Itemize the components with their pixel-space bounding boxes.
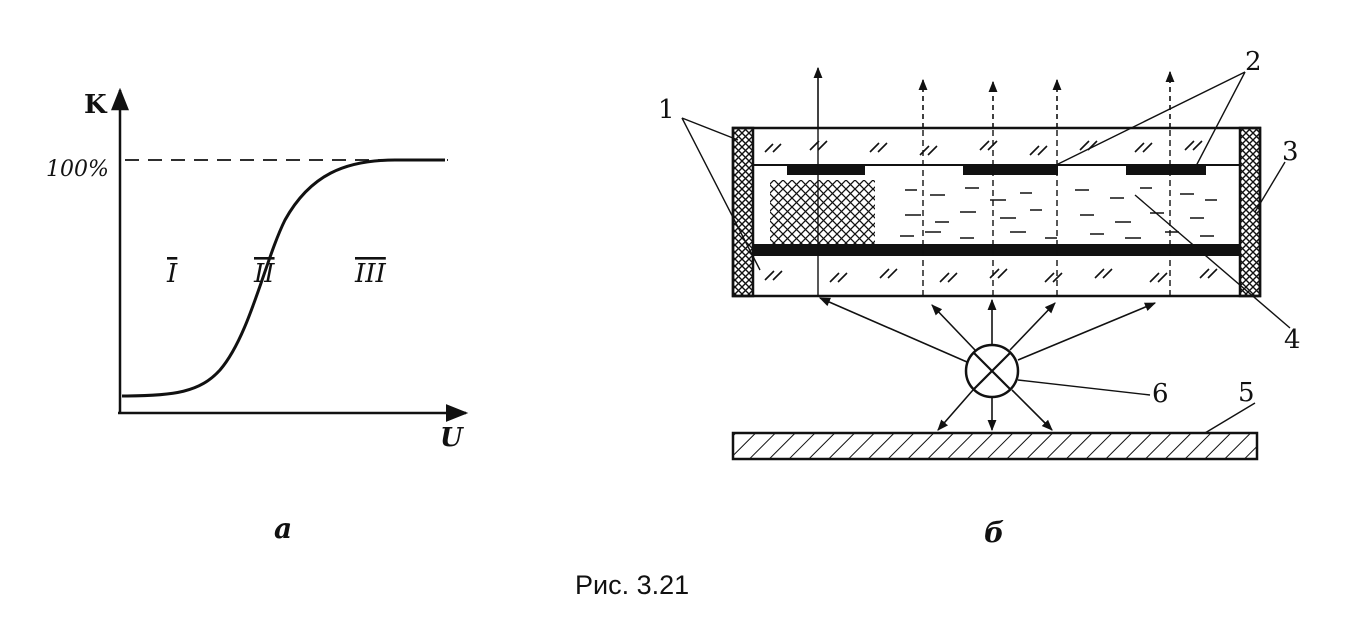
- top-electrode-1: [787, 166, 865, 175]
- x-axis-label: U: [440, 423, 464, 453]
- leader-lines: [681, 71, 1291, 434]
- outgoing-light-arrows: [813, 66, 1175, 128]
- lamp-rays: [818, 297, 1157, 432]
- callout-4: 4: [1284, 325, 1301, 355]
- top-electrode-2: [963, 166, 1058, 175]
- light-paths-through-cell: [817, 128, 1171, 296]
- level-100-label: 100%: [46, 157, 109, 182]
- reflector-plate: [731, 431, 1259, 461]
- panel-b-label: б: [984, 516, 1004, 549]
- transmission-curve: [121, 158, 445, 398]
- callout-5: 5: [1238, 378, 1255, 408]
- liquid-crystal-layer: [770, 180, 1217, 244]
- callout-3: 3: [1282, 137, 1299, 167]
- right-seal-wall: [1238, 126, 1262, 298]
- bottom-electrode: [753, 244, 1240, 256]
- panel-a-graph: K U 100% I II III а: [46, 87, 469, 545]
- y-axis-label: K: [84, 90, 108, 120]
- scattering-region: [770, 180, 875, 244]
- region-label-III: III: [354, 259, 387, 289]
- bottom-glass-plate: [764, 268, 1218, 283]
- left-seal-wall: [731, 126, 755, 298]
- region-label-II: II: [253, 259, 275, 289]
- panel-a-label: а: [274, 512, 292, 545]
- callout-6: 6: [1152, 379, 1169, 409]
- top-electrode-3: [1126, 166, 1206, 175]
- panel-b-lcd-cell: 1 2 3 4 5 6 б: [658, 47, 1301, 549]
- callout-2: 2: [1245, 47, 1262, 77]
- callout-1: 1: [658, 95, 675, 125]
- top-glass-plate: [753, 140, 1240, 166]
- region-label-I: I: [166, 259, 178, 289]
- figure-caption: Рис. 3.21: [575, 570, 689, 600]
- light-source-lamp: [964, 343, 1020, 399]
